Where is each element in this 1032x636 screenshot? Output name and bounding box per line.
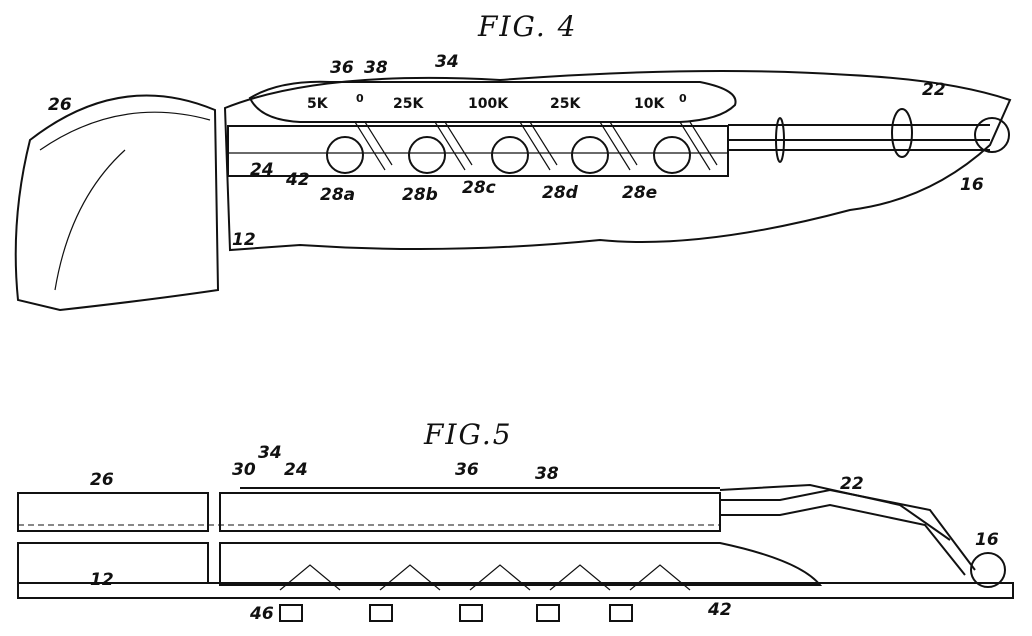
ref-28e: 28e: [622, 183, 658, 203]
scale-label: 0: [356, 92, 364, 105]
ref-26: 26: [48, 95, 72, 115]
ref-16: 16: [960, 175, 984, 195]
scale-label: 0: [679, 92, 687, 105]
ref-24: 24: [250, 160, 274, 180]
ref-24: 24: [284, 460, 308, 480]
ref-28c: 28c: [462, 178, 496, 198]
ref-46: 46: [250, 604, 274, 624]
ref-30: 30: [232, 460, 256, 480]
ref-38: 38: [364, 58, 388, 78]
slot-24: [227, 125, 729, 177]
scale-label: 5K: [307, 96, 328, 112]
ref-34: 34: [435, 52, 459, 72]
ref-12: 12: [232, 230, 256, 250]
ref-26: 26: [90, 470, 114, 490]
fig4-drawing: [14, 70, 1012, 312]
ref-28b: 28b: [402, 185, 438, 205]
fig5-title: FIG.5: [424, 418, 513, 451]
ref-38: 38: [535, 464, 559, 484]
fig5-drawing: [17, 483, 1014, 622]
ref-36: 36: [330, 58, 354, 78]
ref-34: 34: [258, 443, 282, 463]
gates: [354, 121, 718, 171]
ref-22: 22: [922, 80, 946, 100]
ref-28a: 28a: [320, 185, 356, 205]
ref-12: 12: [90, 570, 114, 590]
board-12: [223, 70, 1012, 252]
ref-16: 16: [975, 530, 999, 550]
pockets: [326, 136, 691, 174]
scale-34: [248, 80, 737, 123]
ball-16: [974, 117, 1010, 153]
scale-label: 10K: [634, 96, 665, 112]
scale-label: 100K: [468, 96, 509, 112]
ref-22: 22: [840, 474, 864, 494]
scale-label: 25K: [393, 96, 424, 112]
scale-label: 25K: [550, 96, 581, 112]
ref-42: 42: [708, 600, 732, 620]
fig4-title: FIG. 4: [478, 10, 578, 43]
ref-28d: 28d: [542, 183, 578, 203]
ramp-22: [728, 124, 990, 151]
switches-46: [279, 604, 633, 622]
board-12: [17, 582, 1014, 599]
ref-36: 36: [455, 460, 479, 480]
ball-16: [970, 552, 1006, 588]
ref-42: 42: [286, 170, 310, 190]
chute-26: [14, 94, 220, 312]
